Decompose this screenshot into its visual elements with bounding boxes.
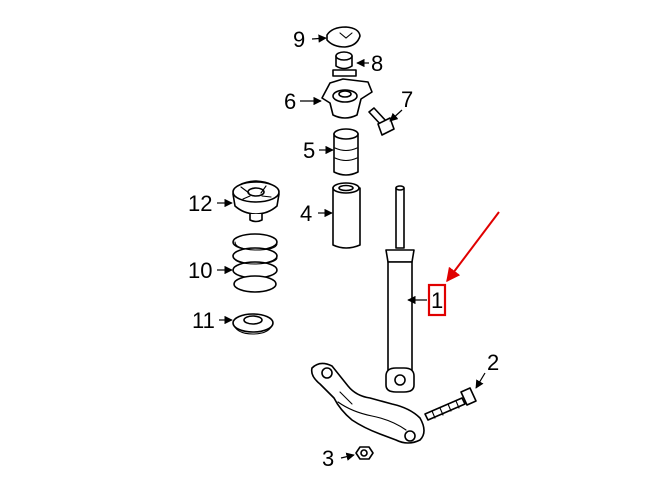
part-10-coil-spring bbox=[232, 233, 278, 293]
part-7-bolt bbox=[368, 107, 395, 136]
label-6: 6 bbox=[284, 89, 296, 114]
label-5: 5 bbox=[303, 138, 315, 163]
label-1: 1 bbox=[431, 288, 443, 313]
label-3: 3 bbox=[322, 446, 334, 471]
part-9-mount-plate bbox=[326, 26, 361, 48]
highlight-marker bbox=[427, 211, 500, 317]
label-11: 11 bbox=[192, 308, 215, 333]
label-8: 8 bbox=[371, 51, 383, 76]
part-8-nut bbox=[332, 51, 357, 77]
leader-lines bbox=[217, 34, 486, 461]
part-2-long-bolt bbox=[424, 387, 477, 421]
part-4-dust-boot bbox=[332, 182, 361, 249]
label-9: 9 bbox=[293, 27, 305, 52]
part-labels: 1 2 3 4 5 6 7 8 9 10 11 12 bbox=[188, 27, 499, 471]
highlight-box bbox=[427, 283, 447, 317]
label-12: 12 bbox=[188, 191, 212, 216]
part-6-strut-mount bbox=[321, 78, 373, 119]
label-7: 7 bbox=[401, 87, 413, 112]
part-11-lower-seat bbox=[232, 313, 274, 335]
part-3-nut bbox=[355, 446, 374, 460]
lower-control-arm bbox=[310, 362, 425, 444]
label-10: 10 bbox=[188, 258, 212, 283]
part-5-bump-stop bbox=[333, 128, 359, 176]
part-1-shock-absorber bbox=[385, 185, 415, 393]
label-2: 2 bbox=[487, 350, 499, 375]
part-12-spring-seat bbox=[232, 180, 280, 223]
label-4: 4 bbox=[300, 201, 312, 226]
